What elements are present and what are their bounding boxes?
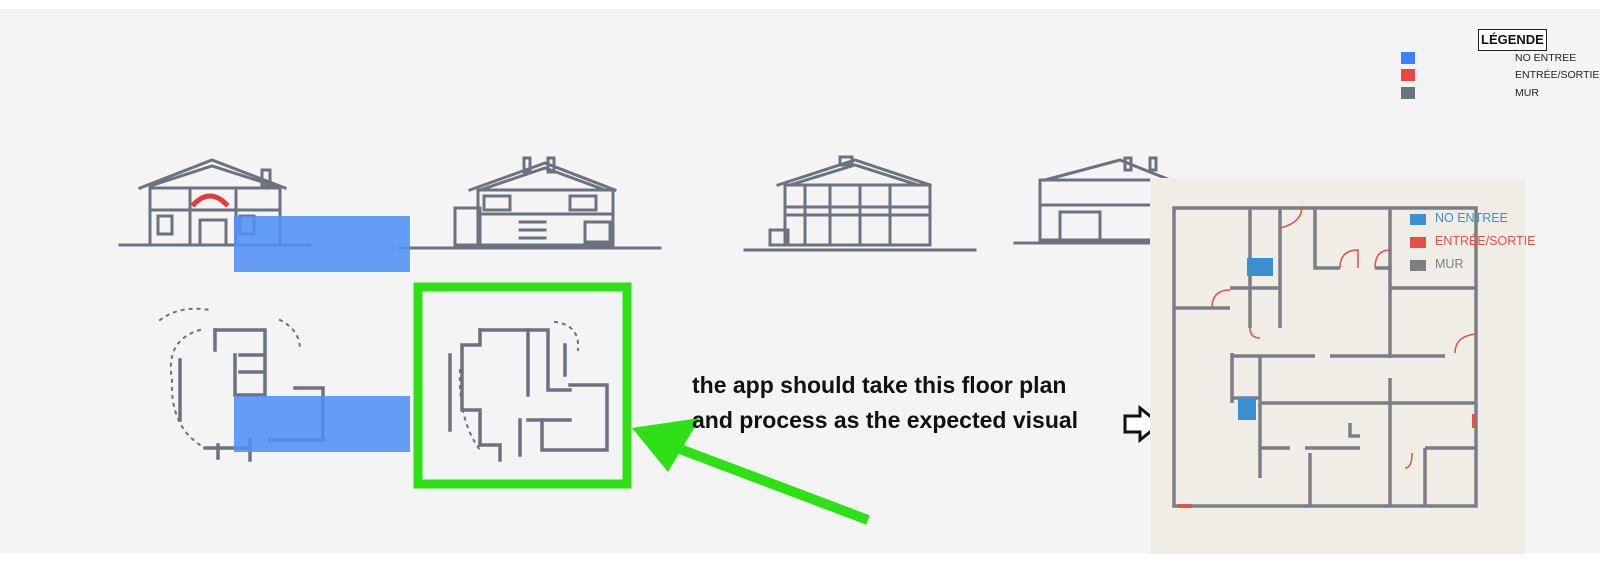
inset-legend-no-entree: NO ENTREE	[1435, 211, 1508, 225]
inset-legend-swatch-entree-sortie	[1410, 237, 1426, 248]
floor-plan-1-dots	[158, 307, 302, 447]
legend-label-entree-sortie: ENTRÉE/SORTIE	[1515, 69, 1600, 81]
house-elevation-3	[743, 155, 977, 252]
house-elevation-2	[398, 156, 662, 250]
inset-legend-entree-sortie: ENTRÉE/SORTIE	[1435, 234, 1536, 248]
floor-plan-2-dots	[458, 320, 580, 452]
house-1-red-arch	[190, 193, 230, 208]
expected-visual-inset: NO ENTREE ENTRÉE/SORTIE MUR	[1150, 178, 1535, 554]
inset-floor-plan	[1172, 205, 1478, 508]
inset-no-entree-2	[1238, 398, 1256, 420]
highlight-box	[413, 282, 632, 489]
inset-legend-swatch-no-entree	[1410, 214, 1426, 225]
inset-legend-swatch-mur	[1410, 260, 1426, 271]
annotation-line-1: the app should take this floor plan	[692, 372, 1067, 398]
legend-title: LÉGENDE	[1478, 29, 1547, 51]
inset-no-entree-1	[1247, 258, 1273, 276]
legend-swatch-no-entree	[1401, 52, 1415, 64]
legend-swatch-entree-sortie	[1401, 69, 1415, 81]
floor-plan-2	[448, 328, 609, 462]
annotation-line-2: and process as the expected visual	[692, 407, 1079, 433]
legend-label-mur: MUR	[1515, 87, 1539, 99]
legend-swatch-mur	[1401, 87, 1415, 99]
overlay-plan	[234, 396, 410, 452]
annotation-note: the app should take this floor plan and …	[692, 368, 1122, 438]
overlay-elevation	[234, 216, 410, 272]
legend-label-no-entree: NO ENTREE	[1515, 52, 1577, 64]
green-arrow	[632, 418, 870, 525]
house-elevation-4	[1013, 156, 1172, 245]
inset-legend-mur: MUR	[1435, 257, 1464, 271]
